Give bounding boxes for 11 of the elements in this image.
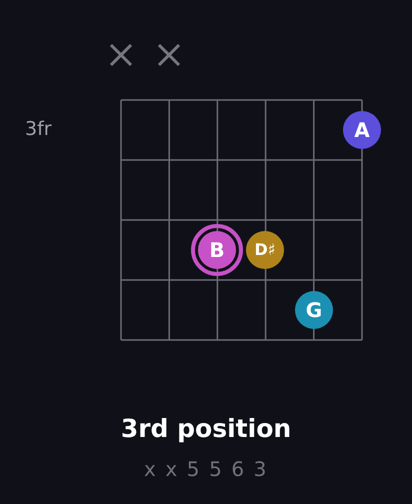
- fret-position-label: 3fr: [25, 120, 52, 139]
- root-note-dot: [191, 224, 243, 276]
- note-name: D♯: [254, 242, 276, 258]
- note-name: A: [354, 120, 370, 140]
- note-dot: [343, 111, 381, 149]
- note-dot: [295, 291, 333, 329]
- note-name: B: [209, 240, 225, 260]
- note-name: G: [306, 300, 322, 320]
- fret-numbers-caption: x x 5 5 6 3: [144, 459, 268, 479]
- note-dot: [246, 231, 284, 269]
- chord-title: 3rd position: [120, 416, 292, 441]
